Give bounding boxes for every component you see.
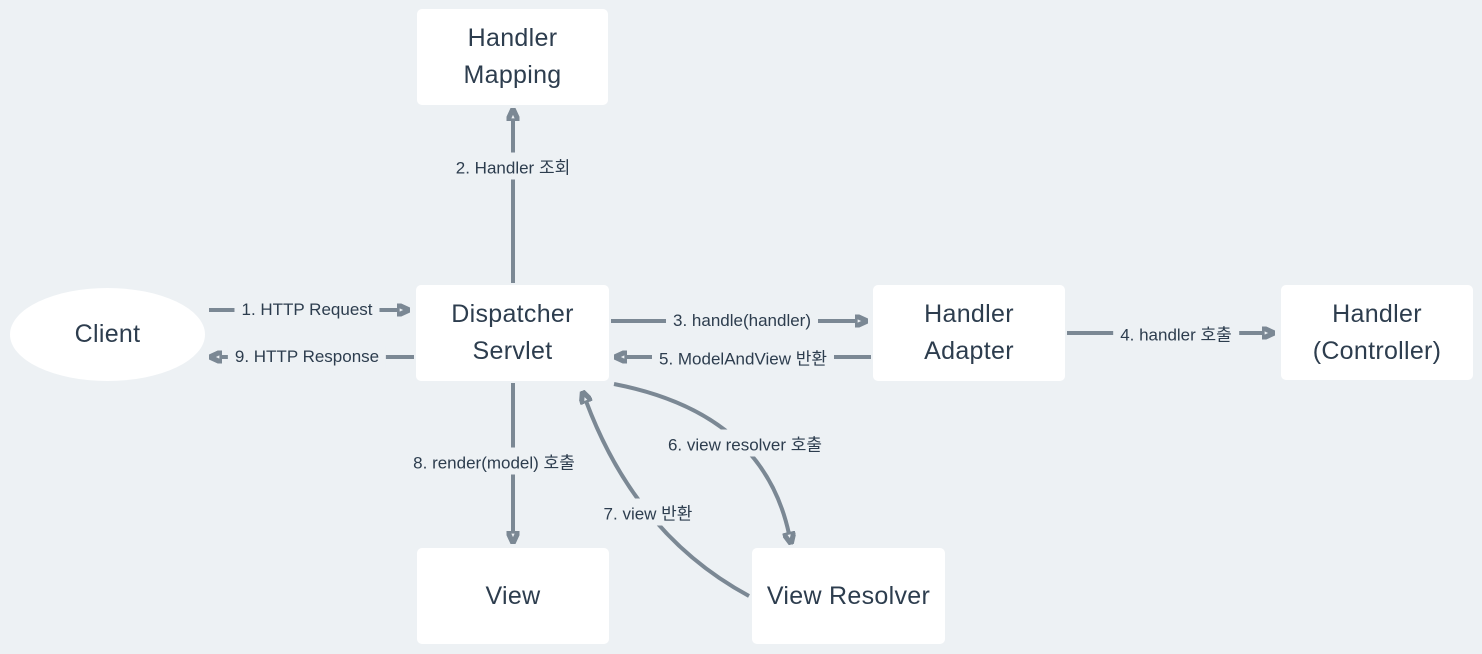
edge-label-1-http-request: 1. HTTP Request (234, 299, 380, 321)
node-dispatcher-servlet-line1: Dispatcher (451, 300, 574, 328)
node-handler-controller-line1: Handler (1332, 299, 1422, 328)
edge-label-4-handler-call: 4. handler 호출 (1113, 319, 1239, 347)
edge-label-6-view-resolver-call: 6. view resolver 호출 (660, 429, 830, 457)
node-dispatcher-servlet: Dispatcher Servlet (416, 285, 609, 381)
node-view-label: View (485, 581, 541, 610)
node-client-label: Client (74, 320, 141, 348)
edge-label-3-handle-handler: 3. handle(handler) (666, 310, 818, 332)
edge-label-9-http-response: 9. HTTP Response (227, 346, 387, 368)
node-client: Client (10, 288, 205, 381)
node-handler-adapter-line2: Adapter (924, 337, 1014, 365)
edge-label-8-render-model-call: 8. render(model) 호출 (406, 447, 582, 475)
node-view-resolver: View Resolver (752, 548, 945, 644)
node-handler-mapping: Handler Mapping (417, 9, 608, 105)
node-handler-adapter: Handler Adapter (873, 285, 1065, 381)
node-dispatcher-servlet-line2: Servlet (472, 337, 553, 365)
edge-label-2-handler-lookup: 2. Handler 조회 (448, 152, 578, 180)
edge-label-5-modelandview-return: 5. ModelAndView 반환 (652, 343, 834, 371)
edge-label-7-view-return: 7. view 반환 (596, 498, 700, 526)
node-view: View (417, 548, 609, 644)
node-handler-mapping-line2: Mapping (463, 61, 562, 89)
node-handler-controller-line2: (Controller) (1312, 336, 1442, 365)
node-view-resolver-label: View Resolver (766, 581, 931, 610)
node-handler-adapter-line1: Handler (924, 300, 1014, 328)
node-handler-mapping-line1: Handler (467, 24, 558, 52)
node-handler-controller: Handler (Controller) (1281, 285, 1473, 380)
